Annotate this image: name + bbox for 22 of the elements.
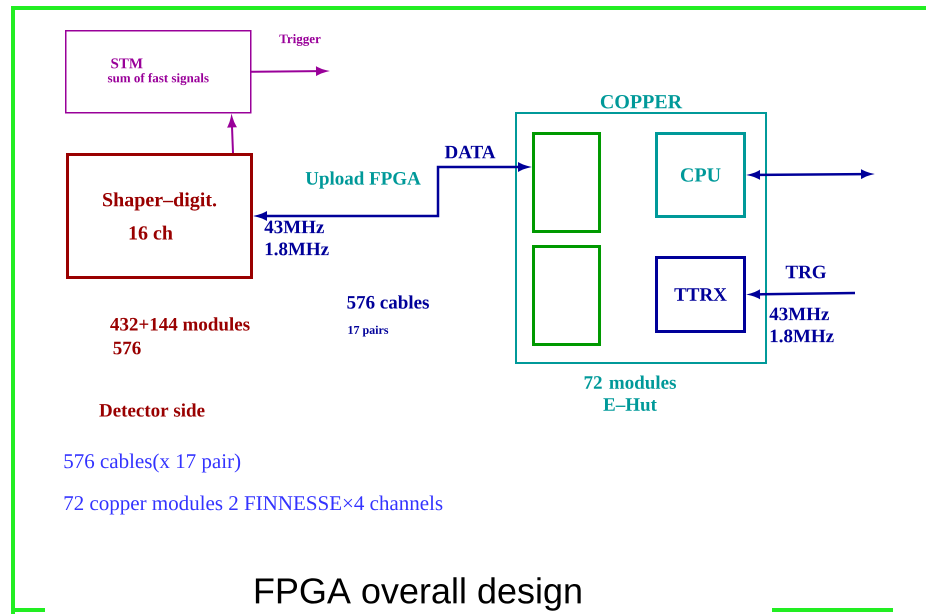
arrow [228, 116, 236, 154]
module-caption: 72 modules E–Hut [584, 376, 676, 411]
text-label: 432+144 modules [110, 317, 250, 331]
text-label: 43MHz 1.8MHz [769, 308, 834, 342]
edge-label: TRG [784, 264, 828, 280]
cpu-box: CPU [655, 132, 746, 218]
arrow [252, 66, 327, 76]
stm-box: STM sum of fast signals [65, 30, 252, 114]
text-label: Detector side [99, 403, 205, 417]
text-label: 576 cables(x 17 pair) [64, 453, 240, 473]
edge-label: Trigger [278, 33, 322, 47]
text-label: 43MHz 1.8MHz [264, 220, 329, 256]
edge-label: DATA [444, 144, 497, 160]
text-label: 72 copper modules 2 FINNESSE×4 channels [64, 495, 442, 515]
caption: FPGA overall design [256, 577, 581, 611]
ttrx-box: TTRX [655, 256, 746, 333]
board-box [532, 245, 601, 346]
text-label: 576 [114, 342, 141, 354]
shaper-box: Shaper–digit. 16 ch [66, 153, 253, 279]
text-label: 17 pairs [348, 326, 388, 336]
text-label: 576 cables [347, 295, 429, 309]
board-box [532, 132, 601, 233]
